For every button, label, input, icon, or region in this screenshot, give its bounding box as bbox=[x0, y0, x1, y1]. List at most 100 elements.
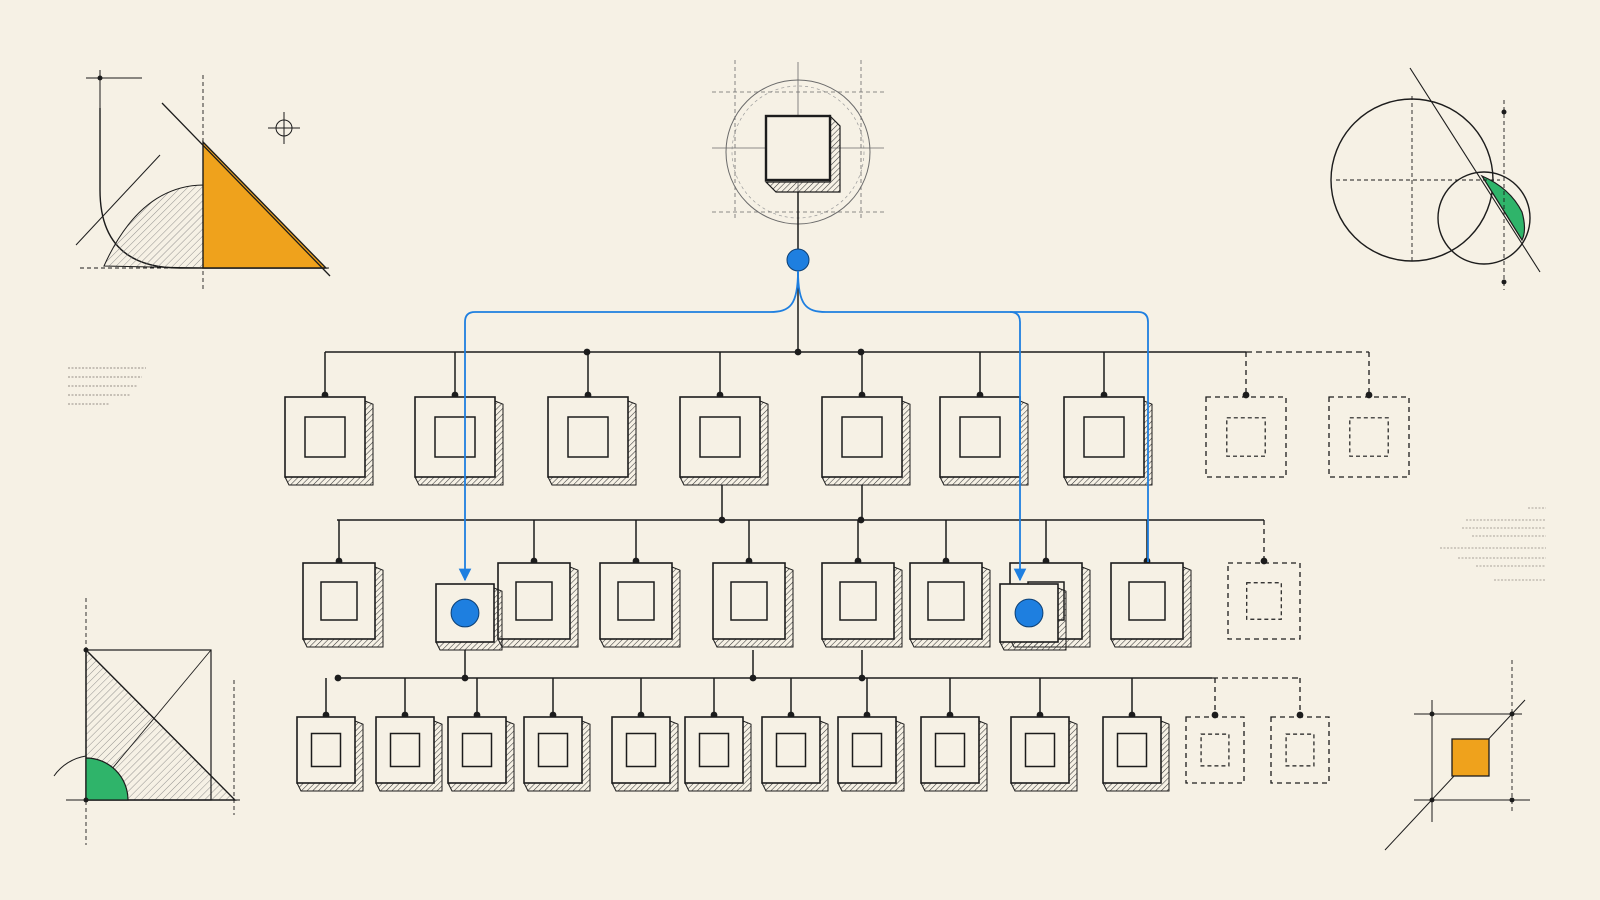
node-frame bbox=[611, 716, 671, 784]
guide-dot bbox=[1509, 711, 1515, 717]
node-frame bbox=[1102, 716, 1162, 784]
node-inner-square bbox=[304, 416, 346, 458]
guide-dot bbox=[1501, 109, 1507, 115]
node-inner-square bbox=[927, 581, 965, 621]
node-frame bbox=[679, 396, 761, 478]
junction-dot bbox=[794, 348, 802, 356]
guide-dot bbox=[83, 797, 89, 803]
node-frame bbox=[414, 396, 496, 478]
highlight-dot-icon bbox=[450, 598, 480, 628]
tier3-node-9 bbox=[920, 716, 988, 792]
tier3-node-12 bbox=[1185, 716, 1245, 784]
tier2-node-4 bbox=[712, 562, 794, 648]
node-frame bbox=[1010, 716, 1070, 784]
tier3-node-3 bbox=[447, 716, 515, 792]
tier3-node-13 bbox=[1270, 716, 1330, 784]
tier3-node-10 bbox=[1010, 716, 1078, 792]
green-lens bbox=[1480, 174, 1526, 242]
node-inner-square bbox=[839, 581, 877, 621]
tier2-node-2 bbox=[497, 562, 579, 648]
ghost-node-inner bbox=[1246, 582, 1282, 620]
tier1-node-1 bbox=[284, 396, 374, 486]
node-inner-square bbox=[1128, 581, 1166, 621]
ghost-node-inner bbox=[1349, 417, 1389, 457]
node-inner-square bbox=[851, 732, 883, 768]
node-frame bbox=[284, 396, 366, 478]
node-frame bbox=[302, 562, 376, 640]
tier1-node-8 bbox=[1205, 396, 1287, 478]
node-frame bbox=[684, 716, 744, 784]
node-inner-square bbox=[934, 732, 966, 768]
tangent-line bbox=[75, 154, 161, 246]
node-frame bbox=[761, 716, 821, 784]
orange-square-decoration bbox=[1384, 660, 1530, 851]
highlight-dot-icon bbox=[1014, 598, 1044, 628]
node-inner-square bbox=[434, 416, 476, 458]
node-inner-square bbox=[625, 732, 657, 768]
ghost-node-frame bbox=[1227, 562, 1301, 640]
green-quarter bbox=[85, 757, 129, 801]
node-frame bbox=[599, 562, 673, 640]
arc-guide bbox=[53, 755, 87, 777]
tier3-node-5 bbox=[611, 716, 679, 792]
tier3-node-6 bbox=[684, 716, 752, 792]
node-inner-square bbox=[841, 416, 883, 458]
guide-dot bbox=[97, 75, 103, 81]
node-frame bbox=[909, 562, 983, 640]
node-frame bbox=[821, 396, 903, 478]
ghost-node-frame bbox=[1328, 396, 1410, 478]
tier2-highlight-node-1 bbox=[435, 583, 503, 651]
node-frame bbox=[447, 716, 507, 784]
tier1-node-5 bbox=[821, 396, 911, 486]
junction-dot bbox=[583, 348, 591, 356]
node-inner-square bbox=[567, 416, 609, 458]
tier1-node-4 bbox=[679, 396, 769, 486]
node-inner-square bbox=[698, 732, 730, 768]
tier1-node-6 bbox=[939, 396, 1029, 486]
faint-text-lines-left bbox=[68, 367, 146, 405]
tier2-highlight-node-2 bbox=[999, 583, 1067, 651]
node-inner-square bbox=[1083, 416, 1125, 458]
guide-dot bbox=[83, 647, 89, 653]
circles-green-decoration bbox=[1330, 67, 1541, 290]
tier3-node-11 bbox=[1102, 716, 1170, 792]
node-inner-square bbox=[730, 581, 768, 621]
tier3-node-8 bbox=[837, 716, 905, 792]
tier3-node-7 bbox=[761, 716, 829, 792]
junction-dot bbox=[334, 674, 342, 682]
ghost-node-inner bbox=[1226, 417, 1266, 457]
node-inner-square bbox=[1024, 732, 1056, 768]
node-inner-square bbox=[515, 581, 553, 621]
node-inner-square bbox=[959, 416, 1001, 458]
node-frame bbox=[523, 716, 583, 784]
root-node bbox=[712, 60, 884, 232]
ghost-node-frame bbox=[1185, 716, 1245, 784]
small-circle bbox=[1437, 171, 1531, 265]
blue-link-far-right bbox=[1010, 311, 1149, 562]
tier1-node-2 bbox=[414, 396, 504, 486]
blue-dot-icon bbox=[786, 248, 810, 272]
orange-square bbox=[1451, 738, 1490, 777]
node-frame bbox=[821, 562, 895, 640]
tier2-node-3 bbox=[599, 562, 681, 648]
tier2-node-5 bbox=[821, 562, 903, 648]
tier3-node-4 bbox=[523, 716, 591, 792]
node-inner-square bbox=[1116, 732, 1148, 768]
guide-dot bbox=[1509, 797, 1515, 803]
node-frame bbox=[939, 396, 1021, 478]
junction-dot bbox=[857, 348, 865, 356]
node-frame bbox=[920, 716, 980, 784]
tier3-node-2 bbox=[375, 716, 443, 792]
node-inner-square bbox=[699, 416, 741, 458]
tier2-node-8 bbox=[1110, 562, 1192, 648]
guide-dot bbox=[1501, 279, 1507, 285]
blue-link-right bbox=[797, 270, 1027, 582]
diagonal bbox=[1409, 67, 1541, 273]
ghost-node-frame bbox=[1270, 716, 1330, 784]
cube-icon bbox=[764, 114, 832, 182]
node-frame bbox=[547, 396, 629, 478]
ghost-node-inner bbox=[1285, 733, 1315, 767]
tier2-node-1 bbox=[302, 562, 384, 648]
guide-dot bbox=[1429, 797, 1435, 803]
